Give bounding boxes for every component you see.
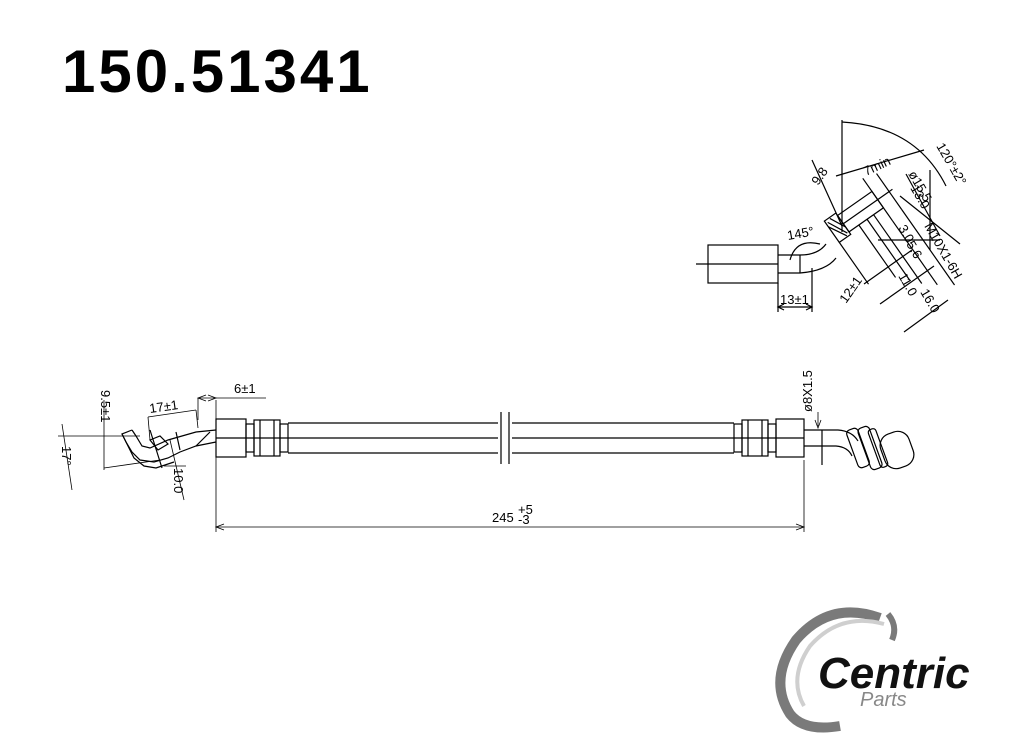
- thread-diameter-label: ø8X1.5: [800, 370, 815, 412]
- hose-body: [288, 412, 734, 464]
- centric-parts-logo: Centric Parts: [775, 607, 970, 733]
- overall-tol-plus: +5: [518, 502, 533, 517]
- part-number-title: 150.51341: [62, 38, 373, 105]
- detail-view: [696, 120, 961, 333]
- left-crimp-fitting: [215, 418, 289, 458]
- tube-length-label: 13±1: [780, 292, 809, 307]
- left-bracket: [121, 429, 217, 469]
- dimension-labels: 245 +5 -3 6±1 17±1 9.5±1 17° 10.0 ø8X1.5…: [59, 140, 970, 527]
- right-tube-nut: [804, 425, 915, 471]
- dim-16-0-label: 16.0: [917, 286, 943, 315]
- left-dimension-lines: [58, 394, 822, 532]
- dim-9-8-label: 9.8: [808, 164, 831, 187]
- right-crimp-fitting: [733, 418, 805, 458]
- bracket-height-label: 10.0: [171, 468, 186, 493]
- overall-tol-minus: -3: [518, 512, 530, 527]
- cone-angle-label: 120°±2°: [933, 140, 969, 188]
- fitting-offset-label: 6±1: [234, 381, 256, 396]
- bracket-offset-label: 9.5±1: [98, 390, 113, 422]
- end-length-label: 12±1: [836, 274, 865, 306]
- bracket-angle-label: 17°: [59, 446, 74, 466]
- bracket-width-label: 17±1: [148, 397, 179, 416]
- logo-sub: Parts: [860, 689, 907, 711]
- bend-angle-label: 145°: [786, 224, 815, 243]
- dim-11-0-label: 11.0: [895, 270, 920, 299]
- logo-brand: Centric: [818, 649, 970, 698]
- overall-length-label: 245: [492, 510, 514, 525]
